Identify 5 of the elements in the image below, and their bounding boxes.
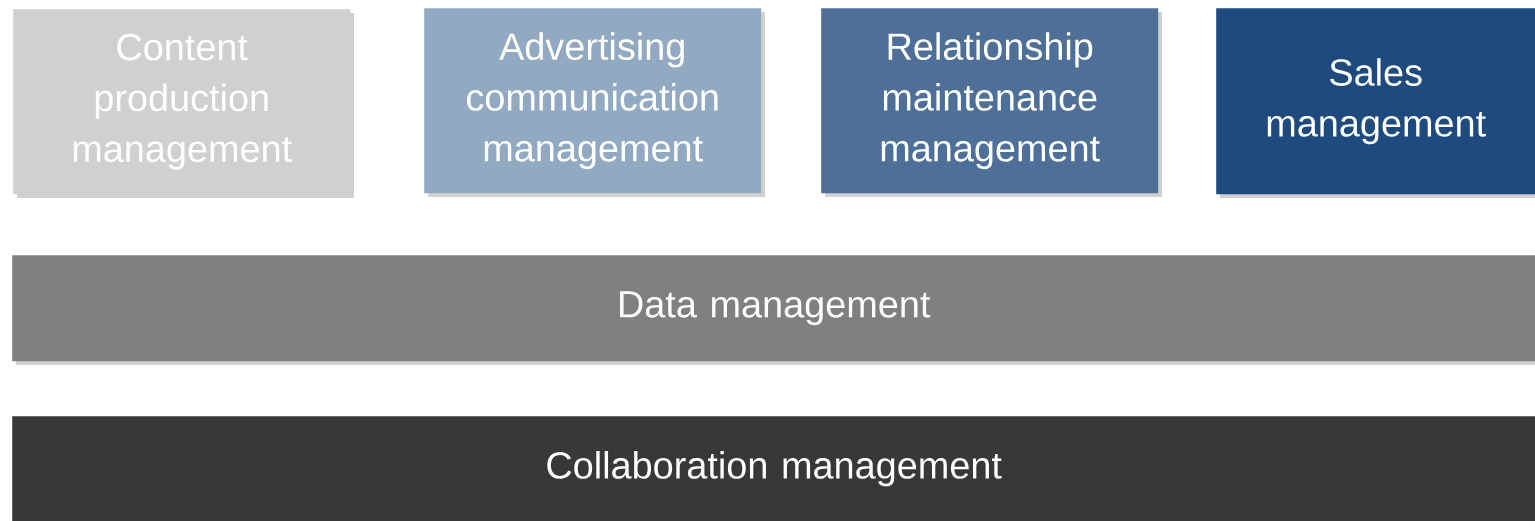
layer-band: Data management xyxy=(12,255,1535,365)
module-box: Relationship maintenance management xyxy=(821,8,1162,197)
module-box: Advertising communication management xyxy=(424,8,765,197)
module-box: Sales management xyxy=(1216,8,1535,198)
layer-band: Collaboration management xyxy=(12,416,1535,521)
